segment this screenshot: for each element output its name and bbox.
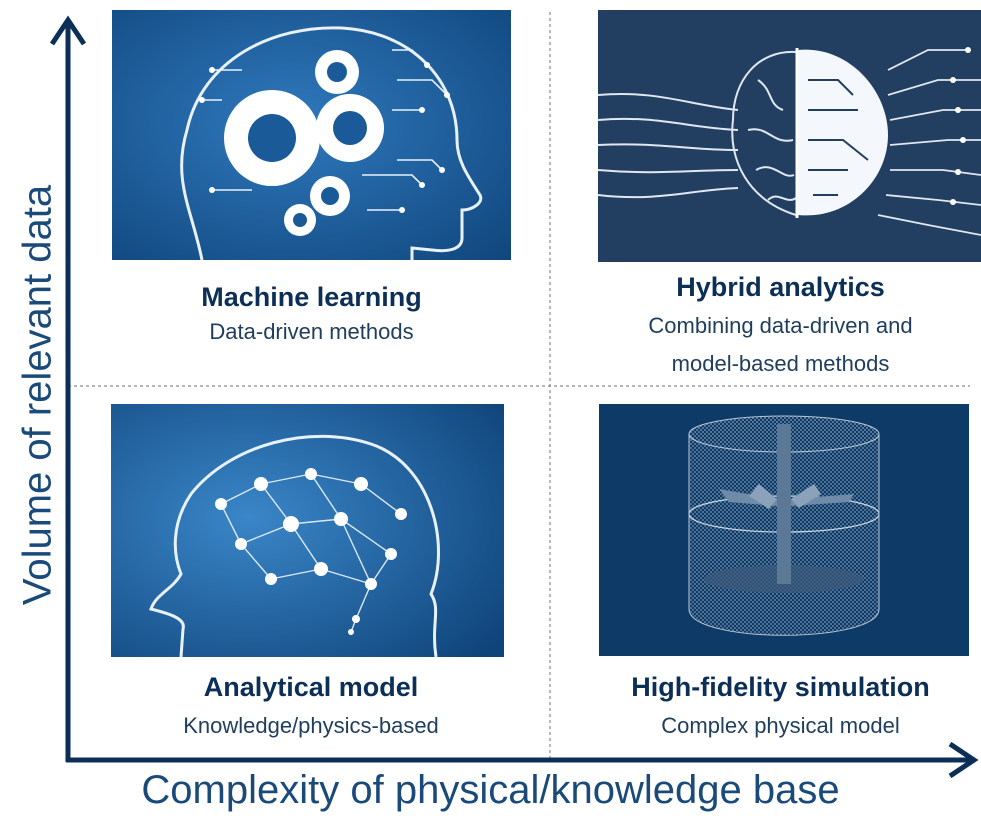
mesh-tank-icon	[599, 404, 969, 656]
analytical-model-image	[111, 404, 504, 657]
analytical-model-subtitle: Knowledge/physics-based	[183, 713, 439, 738]
high-fidelity-simulation-image	[599, 404, 969, 656]
x-axis-label: Complexity of physical/knowledge base	[141, 768, 840, 812]
high-fidelity-simulation-subtitle: Complex physical model	[661, 713, 900, 738]
neural-head-icon	[111, 404, 504, 657]
hybrid-analytics-subtitle-line2: model-based methods	[671, 351, 890, 376]
hybrid-analytics-title: Hybrid analytics	[676, 272, 885, 302]
machine-learning-subtitle: Data-driven methods	[209, 319, 414, 344]
analytical-model-title: Analytical model	[203, 672, 419, 702]
high-fidelity-simulation-title: High-fidelity simulation	[631, 672, 930, 702]
y-axis-label: Volume of relevant data	[15, 184, 60, 606]
brain-circuit-icon	[598, 10, 981, 262]
x-axis-arrow-icon	[948, 741, 979, 779]
machine-learning-image	[112, 10, 511, 260]
gear-head-icon	[112, 10, 511, 260]
machine-learning-title: Machine learning	[201, 282, 422, 312]
y-axis-arrow-icon	[49, 15, 87, 46]
hybrid-analytics-image	[598, 10, 981, 262]
hybrid-analytics-subtitle-line1: Combining data-driven and	[648, 313, 913, 338]
